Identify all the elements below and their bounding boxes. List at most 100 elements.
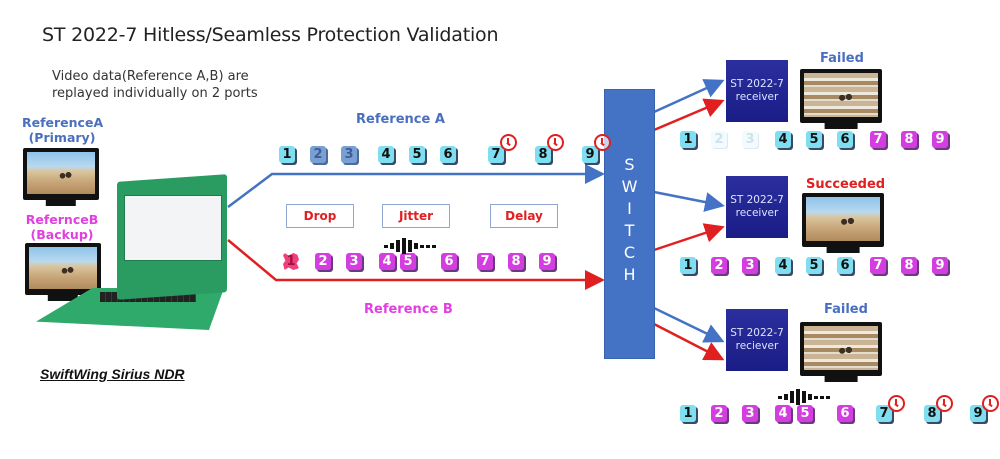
receiver-1-output-packet: 1 (680, 131, 696, 148)
stream-a-packet: 8 (535, 146, 551, 163)
stream-b-packet: 1 (283, 253, 299, 270)
receiver-1-output-packet: 4 (775, 131, 791, 148)
receiver-3-output-packet: 9 (970, 405, 986, 422)
reference-a-monitor (23, 148, 99, 206)
receiver-2-output-packet: 7 (870, 257, 886, 274)
receiver-1-output-packet: 2 (711, 131, 727, 148)
jitter-icon (778, 389, 830, 405)
receiver-2-status: Succeeded (806, 177, 886, 192)
subtitle-line-1: Video data(Reference A,B) are (52, 69, 249, 84)
reference-b-monitor (25, 243, 101, 301)
receiver-1-output-packet: 3 (742, 131, 758, 148)
stream-b-packet: 6 (441, 253, 457, 270)
page-title: ST 2022-7 Hitless/Seamless Protection Va… (42, 24, 499, 46)
receiver-2-output-packet: 5 (806, 257, 822, 274)
receiver-1-output-packet: 6 (837, 131, 853, 148)
receiver-2-output-packet: 4 (775, 257, 791, 274)
receiver-3-output-packet: 4 (775, 405, 791, 422)
clock-icon (888, 395, 905, 412)
clock-icon (936, 395, 953, 412)
clock-icon (500, 134, 517, 151)
receiver-1-output-packet: 7 (870, 131, 886, 148)
jitter-icon (384, 238, 436, 254)
reference-a-role: (Primary) (28, 130, 96, 145)
receiver-3-label-2: reciever (735, 340, 779, 352)
device-name: SwiftWing Sirius NDR (40, 366, 185, 382)
clock-icon (982, 395, 999, 412)
clock-icon (594, 134, 611, 151)
switch-letter: I (627, 199, 632, 218)
receiver-3-monitor (800, 322, 882, 382)
receiver-1-output-packet: 5 (806, 131, 822, 148)
stream-a-packet: 7 (488, 146, 504, 163)
reference-a-name: ReferenceA (22, 115, 104, 130)
rx2-blue-arrow (653, 190, 725, 212)
stream-a-packet: 1 (279, 146, 295, 163)
receiver-3-output-packet: 1 (680, 405, 696, 422)
receiver-2-output-packet: 3 (742, 257, 758, 274)
stream-b-packet: 5 (400, 253, 416, 270)
switch-letter: H (623, 265, 636, 284)
receiver-3-status: Failed (824, 302, 868, 317)
stream-b-label: Reference B (364, 302, 453, 317)
reference-b-role: (Backup) (30, 227, 94, 242)
clock-icon (547, 134, 564, 151)
stream-b-packet: 8 (508, 253, 524, 270)
switch-letter: T (624, 221, 635, 240)
receiver-2-output-packet: 2 (711, 257, 727, 274)
receiver-1-label-1: ST 2022-7 (730, 78, 784, 90)
stream-a-packet: 3 (341, 146, 357, 163)
stream-b-packet: 9 (539, 253, 555, 270)
receiver-2-label-1: ST 2022-7 (730, 194, 784, 206)
receiver-2-monitor (802, 193, 884, 253)
subtitle: Video data(Reference A,B) are replayed i… (52, 68, 258, 102)
stream-b-packet: 2 (315, 253, 331, 270)
receiver-2-output-packet: 6 (837, 257, 853, 274)
impairment-delay: Delay (490, 204, 558, 228)
stream-b-packet: 4 (379, 253, 395, 270)
impairment-drop: Drop (286, 204, 354, 228)
rx2-red-arrow (653, 223, 725, 252)
switch-letter: C (623, 243, 636, 262)
stream-a-packet: 5 (409, 146, 425, 163)
stream-a-label: Reference A (356, 112, 445, 127)
receiver-3-output-packet: 6 (837, 405, 853, 422)
switch-letter: S (624, 155, 635, 174)
impairment-jitter: Jitter (382, 204, 450, 228)
receiver-1-output-packet: 9 (932, 131, 948, 148)
stream-a-packet: 9 (582, 146, 598, 163)
rx1-red-arrow (653, 98, 725, 132)
reference-a-source-label: ReferenceA (Primary) (22, 115, 104, 145)
rx3-red-arrow (653, 322, 725, 361)
rx3-blue-arrow (653, 306, 725, 343)
stream-a-packet: 6 (440, 146, 456, 163)
reference-b-source-label: RefernceB (Backup) (22, 212, 102, 242)
laptop-screen (124, 195, 222, 261)
rx1-blue-arrow (653, 79, 725, 114)
receiver-2-label-2: receiver (735, 207, 779, 219)
subtitle-line-2: replayed individually on 2 ports (52, 86, 258, 101)
stream-b-arrow (227, 239, 605, 290)
receiver-3-output-packet: 5 (797, 405, 813, 422)
receiver-1-monitor (800, 69, 882, 129)
stream-a-packet: 2 (310, 146, 326, 163)
receiver-3-label-1: ST 2022-7 (730, 327, 784, 339)
receiver-3-output-packet: 8 (924, 405, 940, 422)
receiver-1-label-2: receiver (735, 91, 779, 103)
receiver-3-output-packet: 7 (876, 405, 892, 422)
receiver-2-output-packet: 1 (680, 257, 696, 274)
stream-b-packet: 7 (477, 253, 493, 270)
receiver-3-output-packet: 2 (711, 405, 727, 422)
receiver-1-output-packet: 8 (901, 131, 917, 148)
receiver-2-output-packet: 8 (901, 257, 917, 274)
receiver-1-status: Failed (820, 51, 864, 66)
switch-letter: W (621, 177, 638, 196)
stream-a-arrow (227, 164, 605, 208)
stream-a-packet: 4 (378, 146, 394, 163)
receiver-2-output-packet: 9 (932, 257, 948, 274)
